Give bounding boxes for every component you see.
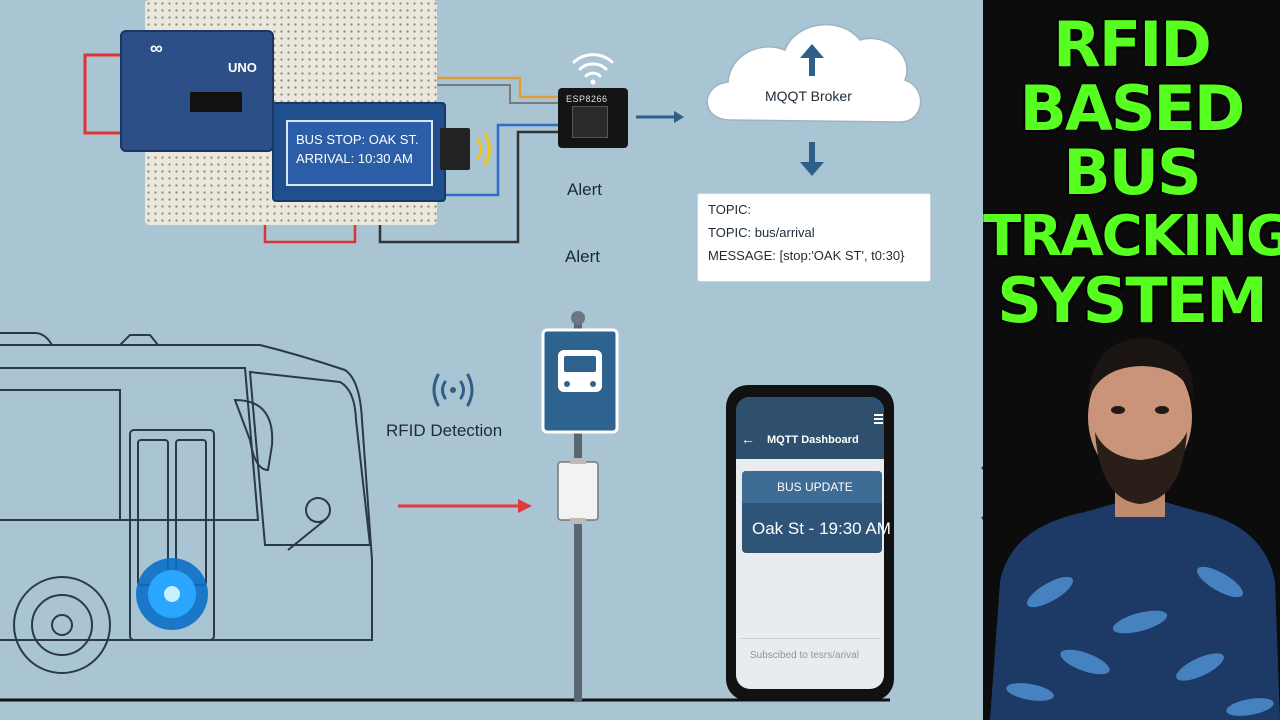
esp-label: ESP8266 (566, 94, 608, 104)
subscription-status: Subscibed to tesrs/arival (750, 650, 859, 661)
rfid-reader-module (440, 128, 470, 170)
presenter-hair (1088, 338, 1195, 402)
topic-line-2: TOPIC: bus/arrival (708, 225, 815, 240)
rfid-signal-icon (432, 373, 474, 407)
lcd-line-2: ARRIVAL: 10:30 AM (296, 151, 413, 166)
alert-label-2: Alert (565, 247, 600, 266)
headline-line-3: BUS (1062, 136, 1203, 209)
red-wire-left (83, 53, 120, 135)
rfid-detection-label: RFID Detection (386, 421, 503, 440)
bus-update-card-header (742, 471, 882, 503)
bus-illustration (0, 332, 373, 674)
rfid-reader-box (557, 461, 599, 521)
black-wire-bottom (378, 130, 558, 244)
bus-update-title: BUS UPDATE (777, 480, 853, 494)
arduino-board (120, 30, 274, 152)
rfid-wave-icon (476, 132, 491, 166)
wifi-icon (572, 53, 614, 85)
menu-icon[interactable] (874, 414, 883, 416)
topic-message-box: TOPIC: TOPIC: bus/arrival MESSAGE: [stop… (697, 193, 931, 282)
arduino-logo: ∞ (150, 38, 163, 58)
footer-divider (740, 638, 880, 639)
presenter-beard (1095, 432, 1187, 504)
presenter-photo (990, 338, 1280, 720)
topic-line-1: TOPIC: (708, 202, 752, 217)
back-arrow-icon[interactable]: ← (741, 431, 755, 447)
lcd-line-1: BUS STOP: OAK ST. (296, 132, 419, 147)
headline-line-1: RFID (1052, 8, 1214, 81)
lcd-screen: BUS STOP: OAK ST. ARRIVAL: 10:30 AM (286, 120, 433, 186)
arrow-head-broker (674, 111, 684, 123)
broker-label: MQQT Broker (765, 88, 852, 104)
phone-app-header (736, 397, 884, 459)
blue-wire (442, 123, 558, 197)
bus-update-value: Oak St - 19:30 AM (752, 519, 891, 538)
arduino-label: UNO (228, 60, 257, 75)
esp-chip (572, 106, 608, 138)
microcontroller-chip (190, 92, 242, 112)
alert-label-1: Alert (567, 180, 602, 199)
dashboard-title: MQTT Dashboard (767, 434, 859, 446)
presenter-face (1088, 352, 1192, 482)
topic-line-3: MESSAGE: [stop:'OAK ST', t0:30} (708, 248, 905, 263)
headline-line-2: BASED (1018, 72, 1247, 145)
headline-line-5: SYSTEM (996, 264, 1270, 337)
headline-line-4: TRACKING (983, 204, 1280, 269)
